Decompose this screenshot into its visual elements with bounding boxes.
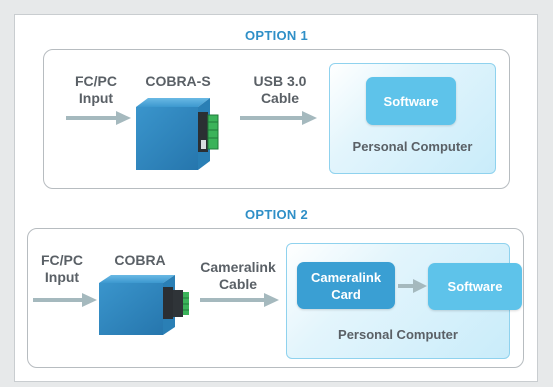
option-1-cobra-s-device-icon [136,98,219,170]
option-2-cable-label: Cameralink Cable [200,259,276,292]
option-2-title: OPTION 2 [244,207,309,222]
option-2-cobra-device-icon [99,275,189,335]
option-1-input-label: FC/PC Input [75,73,117,106]
option-1-cable-label: USB 3.0 Cable [253,73,307,106]
option-1-title: OPTION 1 [244,28,309,43]
option-1-input-arrow [66,111,131,125]
option-2-device-label: COBRA [114,252,166,268]
option-2-cameralink-cable-arrow [200,293,279,307]
option-1-personal-computer-label: Personal Computer [352,139,473,154]
option-1-device-label: COBRA-S [145,73,211,89]
option-2-input-label: FC/PC Input [41,252,83,285]
option-1-software-box: Software [366,77,456,125]
option-1-usb-cable-arrow [240,111,317,125]
option-2-software-box: Software [428,263,522,310]
option-2-personal-computer-label: Personal Computer [338,327,458,342]
option-2-cameralink-card-box: Cameralink Card [297,262,395,309]
option-2-card-to-software-arrow [398,279,427,293]
option-2-input-arrow [33,293,97,307]
